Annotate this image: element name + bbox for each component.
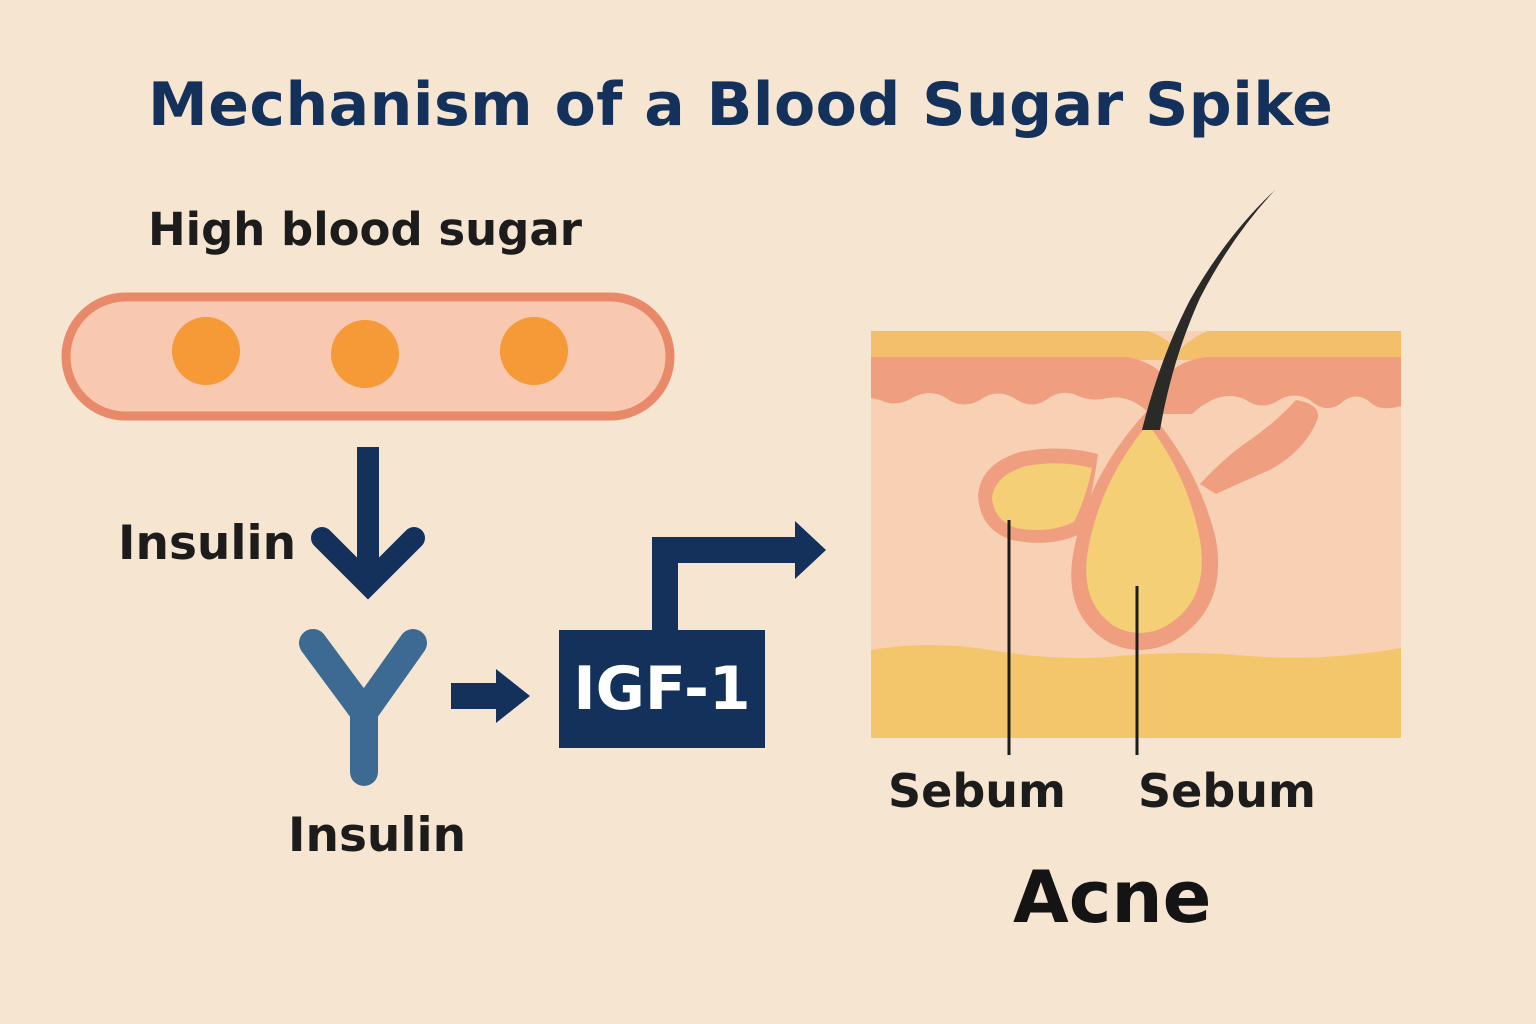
sebum-label-left: Sebum: [888, 764, 1066, 818]
hair-follicle-icon: [1142, 190, 1275, 430]
glucose-molecule-icon: [500, 317, 568, 385]
igf-1-box: IGF-1: [559, 630, 765, 748]
arrow-down-icon: [311, 447, 425, 600]
glucose-molecule-icon: [172, 317, 240, 385]
skin-cross-section: [871, 331, 1401, 738]
insulin-label-bottom: Insulin: [288, 808, 467, 863]
high-blood-sugar-label: High blood sugar: [148, 203, 582, 256]
arrow-right-icon: [451, 669, 530, 723]
arrow-elbow-icon: [652, 521, 826, 632]
sebum-label-right: Sebum: [1138, 764, 1316, 818]
diagram-title: Mechanism of a Blood Sugar Spike: [148, 70, 1334, 140]
insulin-receptor-icon: [299, 629, 427, 786]
glucose-molecule-icon: [331, 320, 399, 388]
acne-label: Acne: [1013, 855, 1212, 939]
insulin-label-top: Insulin: [118, 516, 297, 571]
